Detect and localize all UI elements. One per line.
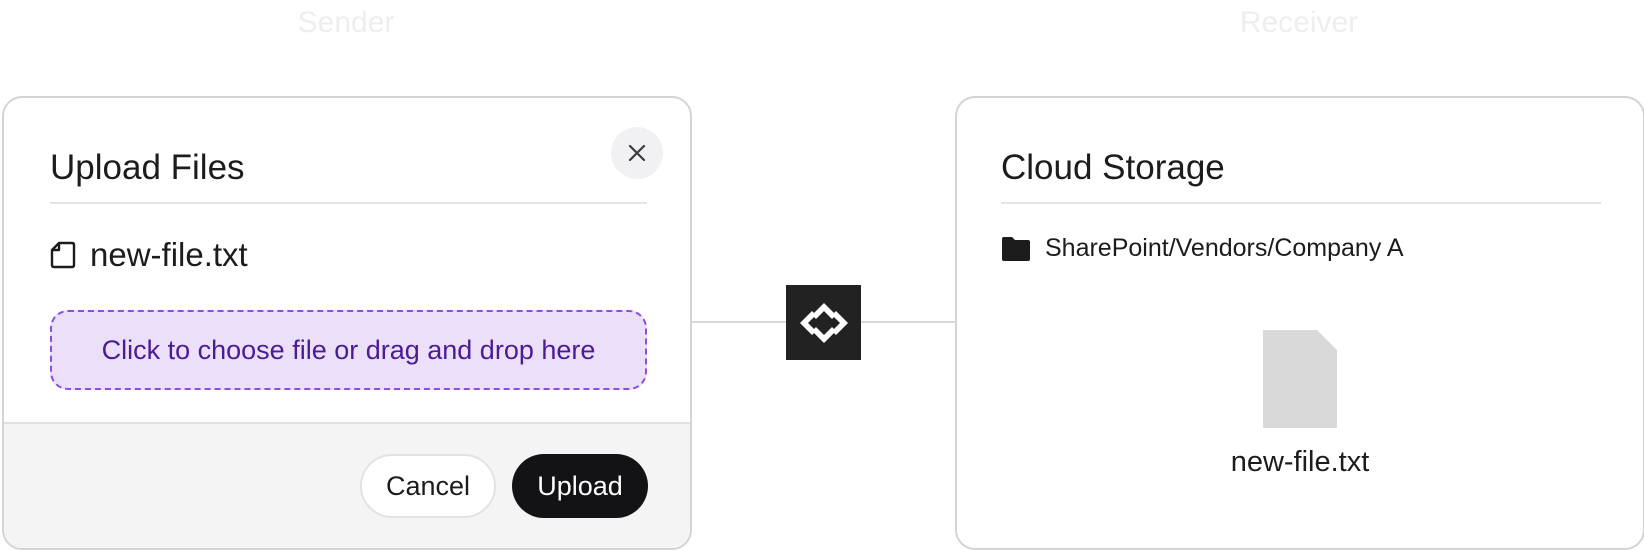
- document-icon: [1263, 330, 1337, 428]
- close-icon: [628, 144, 646, 162]
- stored-file[interactable]: new-file.txt: [957, 330, 1643, 479]
- folder-path: SharePoint/Vendors/Company A: [1045, 234, 1404, 262]
- title-divider: [1001, 202, 1601, 204]
- cancel-button[interactable]: Cancel: [360, 454, 496, 518]
- dialog-title: Upload Files: [50, 148, 245, 187]
- dialog-footer: Cancel Upload: [4, 422, 690, 548]
- sender-caption: Sender: [297, 6, 395, 39]
- upload-dialog: Upload Files new-file.txt Click to choos…: [2, 96, 692, 550]
- title-divider: [50, 202, 647, 204]
- file-dropzone[interactable]: Click to choose file or drag and drop he…: [50, 310, 647, 390]
- connector-diamond-icon: [799, 302, 848, 343]
- selected-file: new-file.txt: [50, 236, 248, 274]
- connector-hub: [786, 285, 861, 360]
- selected-file-name: new-file.txt: [90, 236, 248, 273]
- folder-breadcrumb: SharePoint/Vendors/Company A: [1001, 234, 1404, 263]
- stored-file-name: new-file.txt: [1230, 446, 1370, 478]
- file-icon: [50, 241, 76, 269]
- storage-title: Cloud Storage: [1001, 148, 1225, 187]
- cloud-storage-panel: Cloud Storage SharePoint/Vendors/Company…: [955, 96, 1644, 550]
- close-button[interactable]: [611, 127, 663, 179]
- upload-button[interactable]: Upload: [512, 454, 648, 518]
- folder-icon: [1002, 236, 1030, 261]
- receiver-caption: Receiver: [1239, 6, 1359, 39]
